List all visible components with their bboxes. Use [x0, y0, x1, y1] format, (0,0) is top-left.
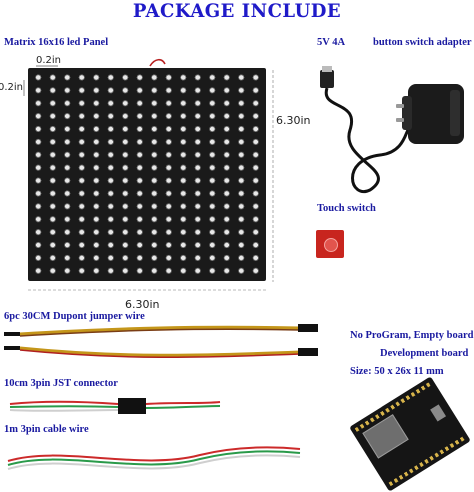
pitch-vertical-label: 0.2in — [0, 82, 24, 93]
cable-wire-label: 1m 3pin cable wire — [4, 424, 89, 435]
page-title: PACKAGE INCLUDE — [132, 0, 342, 22]
touch-switch-label: Touch switch — [317, 203, 376, 214]
panel-label: Matrix 16x16 led Panel — [4, 37, 109, 48]
board-label-1: No ProGram, Empty board — [350, 330, 474, 341]
adapter-label: button switch adapter — [373, 37, 472, 48]
dupont-jumper-wires-icon — [4, 324, 318, 359]
board-size-label: Size: 50 x 26x 11 mm — [350, 366, 444, 377]
panel-height-label: 6.30in — [276, 114, 311, 127]
jumper-wire-label: 6pc 30CM Dupont jumper wire — [4, 311, 145, 322]
3pin-cable-wire-icon — [7, 446, 301, 470]
jst-connector-label: 10cm 3pin JST connector — [4, 378, 118, 389]
pitch-horizontal-label: 0.2in — [36, 55, 62, 66]
touch-switch-module-icon — [316, 230, 344, 258]
power-adapter-icon — [320, 66, 464, 194]
adapter-voltage-label: 5V 4A — [317, 37, 346, 48]
board-label-2: Development board — [380, 348, 469, 359]
jst-connector-cable-icon — [9, 398, 221, 414]
led-matrix-panel-icon — [28, 68, 266, 281]
panel-width-label: 6.30in — [125, 298, 160, 311]
